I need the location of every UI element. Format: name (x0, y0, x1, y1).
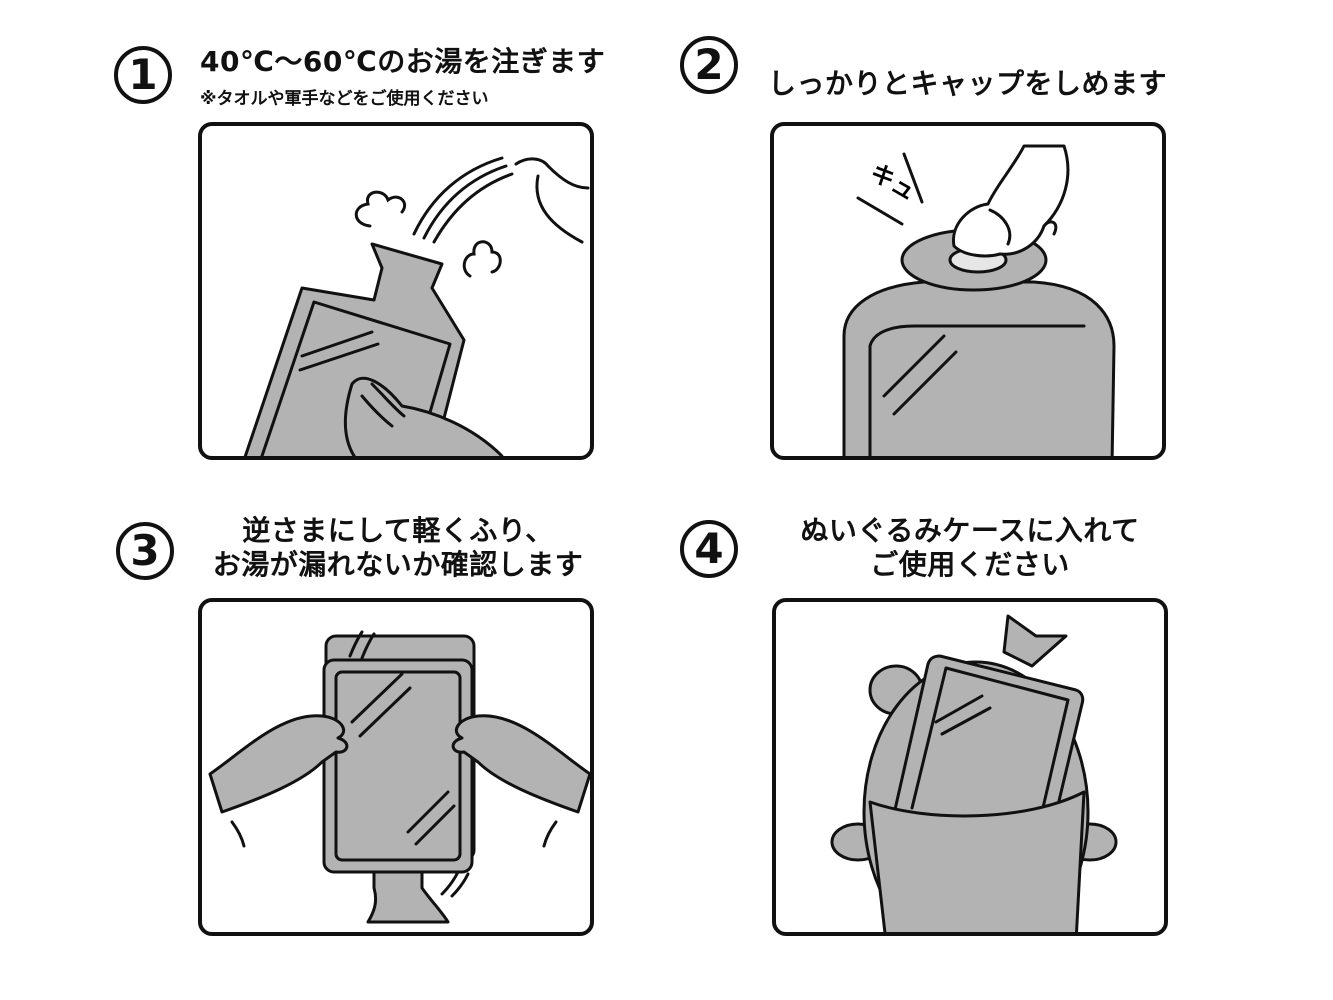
step-3-title-line-1: 逆さまにして軽くふり、 (242, 514, 554, 547)
step-number-4: 4 (680, 520, 738, 578)
shake-check-illustration (208, 630, 590, 924)
bottle-shoulders (842, 280, 1116, 456)
squeak-sound-effect: キュ (865, 158, 921, 206)
shake-line-bottom-1 (440, 870, 460, 896)
shake-line-bottom-2 (450, 872, 470, 898)
hand-fingers (360, 382, 406, 428)
bottle-shine (882, 334, 958, 416)
step-4-title: ぬいぐるみケースに入れて ご使用ください (772, 514, 1168, 582)
step-3-illustration-panel (198, 598, 594, 936)
step-number-3-text: 3 (130, 526, 160, 575)
bottle-shine (298, 330, 380, 372)
bottle-body (322, 658, 474, 874)
bottle-inner-outline (910, 666, 1070, 814)
tighten-cap-illustration: キュ (842, 144, 1116, 456)
step-number-2: 2 (680, 36, 738, 94)
bottle-inner-outline (334, 670, 462, 862)
bottle-inner-outline (260, 300, 452, 456)
right-hand (451, 714, 590, 814)
shake-line-left (230, 820, 246, 848)
step-number-1: 1 (114, 46, 172, 104)
step-2-illustration-panel: キュ (770, 122, 1166, 460)
step-4-illustration-panel (772, 598, 1168, 936)
hand-twisting (952, 144, 1070, 258)
step-3-title-line-2: お湯が漏れないか確認します (212, 548, 584, 581)
step-number-2-text: 2 (694, 40, 724, 89)
pouring-water-illustration (243, 156, 590, 456)
plush-pocket (868, 790, 1086, 932)
step-1-illustration-panel (198, 122, 594, 460)
shake-line-top-2 (360, 632, 376, 660)
water-stream-3 (432, 172, 514, 244)
motion-line-2 (856, 196, 904, 226)
water-stream-2 (422, 164, 508, 240)
kettle-edge (535, 174, 584, 244)
kettle-spout (514, 157, 590, 190)
bottle-shine-1 (350, 672, 412, 738)
bottle-neck (1002, 614, 1068, 668)
plush-case-illustration (830, 614, 1118, 932)
hand-thumb (988, 208, 1058, 246)
step-1-title: 40℃〜60℃のお湯を注ぎます (200, 45, 606, 78)
step-number-1-text: 1 (128, 50, 158, 99)
step-4-title-line-1: ぬいぐるみケースに入れて (800, 514, 1140, 547)
step-3-title: 逆さまにして軽くふり、 お湯が漏れないか確認します (200, 514, 596, 582)
motion-line-1 (902, 152, 924, 204)
shake-line-right (542, 820, 558, 848)
bottle-shine (934, 694, 992, 736)
step-2-title: しっかりとキャップをしめます (768, 67, 1168, 100)
bottle-inner-outline (868, 324, 1086, 456)
step-number-4-text: 4 (694, 524, 724, 573)
left-hand (208, 714, 349, 814)
bottle-neck (366, 870, 450, 924)
bottle-shine-2 (406, 790, 456, 846)
steam-left (354, 190, 407, 228)
step-1-note: ※タオルや軍手などをご使用ください (200, 89, 489, 109)
step-number-3: 3 (116, 522, 174, 580)
shake-line-top-1 (348, 630, 364, 658)
water-stream-1 (412, 156, 504, 236)
bottle-body (243, 242, 466, 456)
steam-right (462, 240, 502, 278)
step-4-title-line-2: ご使用ください (870, 548, 1070, 581)
